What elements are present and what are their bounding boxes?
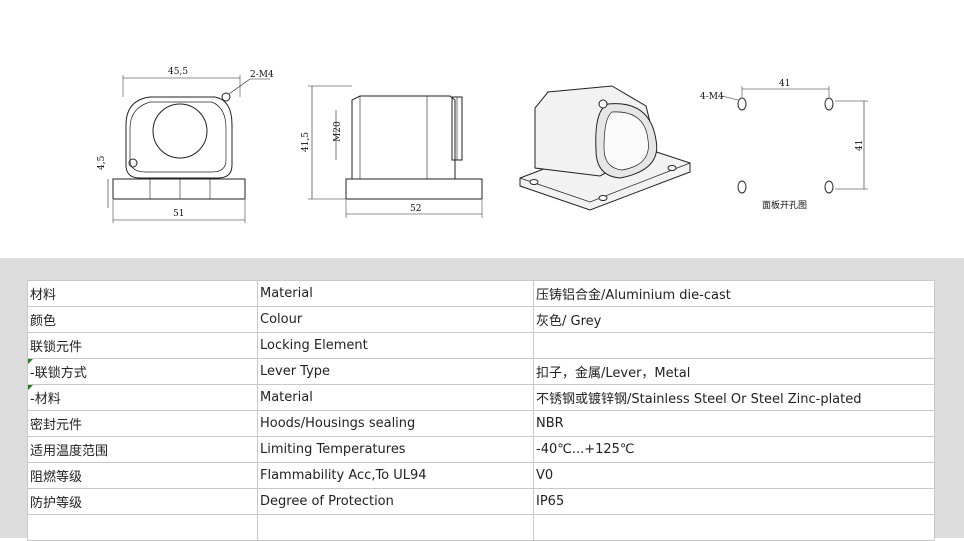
- cell-cn: [27, 514, 258, 541]
- cutout-height-label: 41: [855, 140, 865, 151]
- table-row: 颜色 Colour 灰色/ Grey: [27, 306, 935, 333]
- cell-en: Lever Type: [257, 358, 534, 385]
- front-width-top-label: 45,5: [168, 67, 188, 77]
- cell-cn: 阻燃等级: [27, 462, 258, 489]
- technical-drawing-area: 45,5 2-M4 4,5 51 41,5 M20 52: [0, 0, 964, 258]
- panel-cutout-drawing: [721, 86, 868, 194]
- front-height-label: 4,5: [97, 155, 107, 170]
- side-height-label: 41,5: [301, 132, 311, 152]
- cell-cn: 密封元件: [27, 410, 258, 437]
- front-width-bottom-label: 51: [173, 209, 184, 219]
- table-row: 联锁元件 Locking Element: [27, 332, 935, 359]
- cell-en: Limiting Temperatures: [257, 436, 534, 463]
- cell-value: 不锈钢或镀锌钢/Stainless Steel Or Steel Zinc-pl…: [533, 384, 935, 411]
- table-row: -联锁方式 Lever Type 扣子，金属/Lever，Metal: [27, 358, 935, 385]
- table-row: [27, 514, 935, 541]
- cell-en: Material: [257, 384, 534, 411]
- cell-en: Colour: [257, 306, 534, 333]
- cell-value: 扣子，金属/Lever，Metal: [533, 358, 935, 385]
- cell-value: V0: [533, 462, 935, 489]
- isometric-view-drawing: [519, 85, 691, 211]
- cell-cn: 适用温度范围: [27, 436, 258, 463]
- cell-en: Locking Element: [257, 332, 534, 359]
- cell-cn: 联锁元件: [27, 332, 258, 359]
- cell-cn: -联锁方式: [27, 358, 258, 385]
- cutout-caption: 面板开孔图: [762, 199, 807, 211]
- technical-drawings: 45,5 2-M4 4,5 51 41,5 M20 52: [97, 67, 868, 223]
- cell-cn: 材料: [27, 280, 258, 307]
- side-width-label: 52: [410, 204, 421, 214]
- spec-table-area: 材料 Material 压铸铝合金/Aluminium die-cast 颜色 …: [0, 258, 964, 541]
- side-view-drawing: [308, 85, 483, 218]
- cell-value: [533, 514, 935, 541]
- front-view-drawing: [107, 75, 270, 223]
- cell-en: Material: [257, 280, 534, 307]
- cell-cn: 防护等级: [27, 488, 258, 515]
- side-thread-label: M20: [333, 121, 343, 142]
- cell-value: 压铸铝合金/Aluminium die-cast: [533, 280, 935, 307]
- cell-value: 灰色/ Grey: [533, 306, 935, 333]
- table-row: 密封元件 Hoods/Housings sealing NBR: [27, 410, 935, 437]
- table-row: 防护等级 Degree of Protection IP65: [27, 488, 935, 515]
- cell-en: Hoods/Housings sealing: [257, 410, 534, 437]
- table-row: 阻燃等级 Flammability Acc,To UL94 V0: [27, 462, 935, 489]
- cell-en: [257, 514, 534, 541]
- cell-cn: 颜色: [27, 306, 258, 333]
- cutout-width-label: 41: [779, 79, 790, 89]
- cell-en: Degree of Protection: [257, 488, 534, 515]
- cell-en: Flammability Acc,To UL94: [257, 462, 534, 489]
- table-row: 材料 Material 压铸铝合金/Aluminium die-cast: [27, 280, 935, 307]
- cell-value: [533, 332, 935, 359]
- front-hole-label: 2-M4: [250, 70, 274, 80]
- table-row: 适用温度范围 Limiting Temperatures -40℃...+125…: [27, 436, 935, 463]
- cell-cn: -材料: [27, 384, 258, 411]
- cell-value: NBR: [533, 410, 935, 437]
- spec-table: 材料 Material 压铸铝合金/Aluminium die-cast 颜色 …: [27, 280, 935, 541]
- cutout-holes-label: 4-M4: [700, 92, 724, 102]
- table-row: -材料 Material 不锈钢或镀锌钢/Stainless Steel Or …: [27, 384, 935, 411]
- cell-value: -40℃...+125℃: [533, 436, 935, 463]
- cell-value: IP65: [533, 488, 935, 515]
